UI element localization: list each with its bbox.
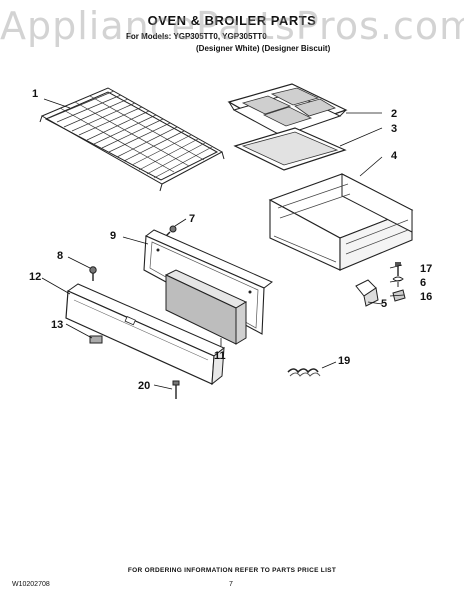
page-number: 7	[229, 581, 233, 588]
ordering-note: FOR ORDERING INFORMATION REFER TO PARTS …	[127, 567, 337, 574]
callout-2: 2	[391, 108, 397, 120]
callout-9: 9	[110, 230, 116, 242]
callout-16: 16	[420, 291, 432, 303]
callout-11: 11	[214, 350, 226, 362]
callout-13: 13	[51, 319, 63, 331]
callout-12: 12	[29, 271, 41, 283]
insulation-pad	[164, 269, 248, 345]
drawer-clip	[89, 335, 103, 344]
callout-6: 6	[420, 277, 426, 289]
page-title: OVEN & BROILER PARTS	[147, 13, 317, 28]
model-variants-line: (Designer White) (Designer Biscuit)	[196, 44, 331, 53]
broiler-pan-insert	[233, 127, 347, 171]
callout-3: 3	[391, 123, 397, 135]
callout-17: 17	[420, 263, 432, 275]
broiler-pan	[227, 83, 348, 137]
oven-rack	[39, 87, 225, 192]
drawer-bracket	[355, 279, 379, 307]
callout-19: 19	[338, 355, 350, 367]
models-line: For Models: YGP305TT0, YGP305TT0	[126, 32, 267, 41]
exploded-parts-diagram: 1 2 3 4 5 6 7 8 9 11 12 13 16 17 19 20	[29, 83, 432, 399]
panel-screw	[165, 225, 177, 237]
callout-5: 5	[381, 298, 387, 310]
callout-1: 1	[32, 88, 38, 100]
document-number: W10202708	[12, 581, 50, 588]
drawer-door-front	[65, 283, 225, 386]
broiler-drawer	[268, 173, 414, 271]
callout-8: 8	[57, 250, 63, 262]
door-screw	[89, 266, 97, 281]
callout-20: 20	[138, 380, 150, 392]
bottom-screw	[172, 380, 180, 399]
callout-4: 4	[391, 150, 398, 162]
callout-numbers: 1 2 3 4 5 6 7 8 9 11 12 13 16 17 19 20	[29, 88, 432, 392]
callout-leaders	[41, 98, 405, 390]
wire-harness	[287, 368, 321, 377]
callout-7: 7	[189, 213, 195, 225]
